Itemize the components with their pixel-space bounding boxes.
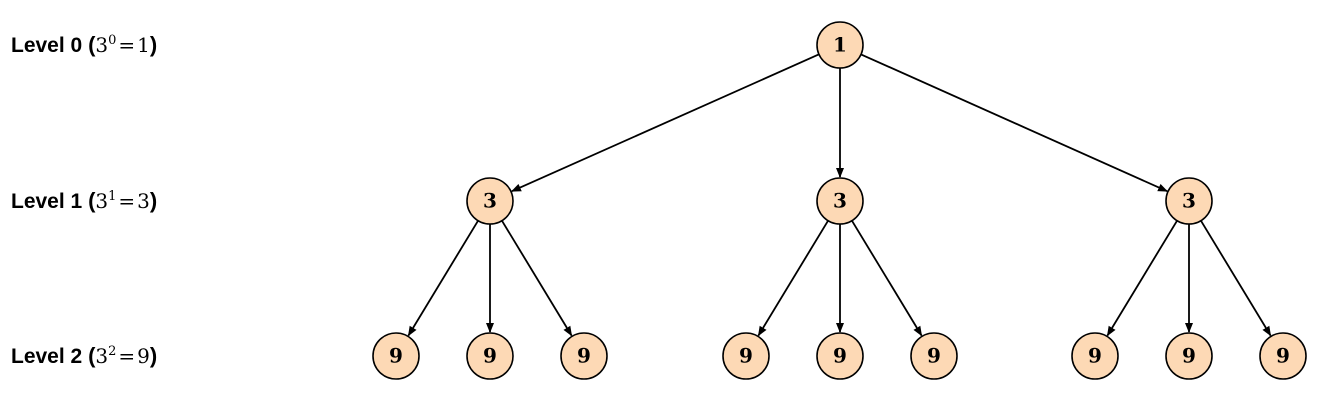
edge-level1-0-to-level2-2 (501, 220, 573, 337)
level2-node-2-2: 9 (1259, 332, 1307, 380)
level-formula: 32 = 9 (95, 344, 150, 368)
node-circle (816, 332, 864, 380)
node-label: 3 (1182, 189, 1196, 213)
formula-exponent: 0 (108, 33, 117, 48)
level-formula: 31 = 3 (95, 189, 150, 213)
node-circle (1259, 332, 1307, 380)
level-label-1: Level 1 (31 = 3) (11, 186, 157, 216)
level1-node-2: 3 (1165, 177, 1213, 225)
node-circle (560, 332, 608, 380)
close-paren: ) (149, 343, 158, 368)
formula-base: 3 (95, 344, 109, 368)
open-paren: ( (88, 188, 96, 213)
edge-level1-2-to-level2-0 (1106, 220, 1178, 337)
close-paren: ) (149, 32, 158, 57)
level-formula: 30 = 1 (95, 33, 150, 57)
node-label: 9 (1276, 344, 1290, 368)
level2-node-0-2: 9 (560, 332, 608, 380)
root-node: 1 (816, 21, 864, 69)
edge-root-to-level1-2 (860, 53, 1169, 193)
node-circle (816, 177, 864, 225)
edge-root-to-level1-0 (511, 53, 820, 193)
node-circle (910, 332, 958, 380)
level-name: Level 1 (11, 190, 83, 213)
close-paren: ) (149, 188, 158, 213)
node-label: 9 (577, 344, 591, 368)
node-circle (372, 332, 420, 380)
level2-node-1-0: 9 (722, 332, 770, 380)
nodes-group: 1 3 9 9 9 3 9 9 9 3 9 9 9 (372, 21, 1307, 380)
formula-value: 1 (137, 33, 150, 57)
level2-node-2-0: 9 (1071, 332, 1119, 380)
level-name: Level 0 (11, 34, 83, 57)
edge-level1-1-to-level2-0 (757, 220, 829, 337)
level2-node-0-1: 9 (466, 332, 514, 380)
level2-node-1-1: 9 (816, 332, 864, 380)
node-circle (722, 332, 770, 380)
node-label: 3 (833, 189, 847, 213)
open-paren: ( (88, 32, 96, 57)
node-label: 9 (739, 344, 753, 368)
level2-node-2-1: 9 (1165, 332, 1213, 380)
level-label-0: Level 0 (30 = 1) (11, 30, 157, 60)
formula-exponent: 2 (108, 344, 117, 359)
node-circle (816, 21, 864, 69)
node-label: 9 (1182, 344, 1196, 368)
node-circle (1071, 332, 1119, 380)
level-name: Level 2 (11, 345, 83, 368)
node-label: 9 (833, 344, 847, 368)
edge-level1-2-to-level2-2 (1200, 220, 1272, 337)
formula-exponent: 1 (108, 189, 117, 204)
formula-value: 3 (137, 189, 150, 213)
node-label: 9 (927, 344, 941, 368)
level2-node-0-0: 9 (372, 332, 420, 380)
node-label: 3 (483, 189, 497, 213)
level-label-2: Level 2 (32 = 9) (11, 341, 157, 371)
node-circle (466, 177, 514, 225)
edges-group (407, 53, 1272, 337)
level1-node-1: 3 (816, 177, 864, 225)
node-label: 1 (833, 33, 847, 57)
formula-base: 3 (95, 33, 109, 57)
open-paren: ( (88, 343, 96, 368)
node-label: 9 (389, 344, 403, 368)
formula-base: 3 (95, 189, 109, 213)
node-label: 9 (483, 344, 497, 368)
node-circle (466, 332, 514, 380)
node-circle (1165, 177, 1213, 225)
node-label: 9 (1088, 344, 1102, 368)
edge-level1-0-to-level2-0 (407, 220, 479, 337)
formula-value: 9 (137, 344, 150, 368)
level2-node-1-2: 9 (910, 332, 958, 380)
node-circle (1165, 332, 1213, 380)
edge-level1-1-to-level2-2 (851, 220, 923, 337)
level1-node-0: 3 (466, 177, 514, 225)
